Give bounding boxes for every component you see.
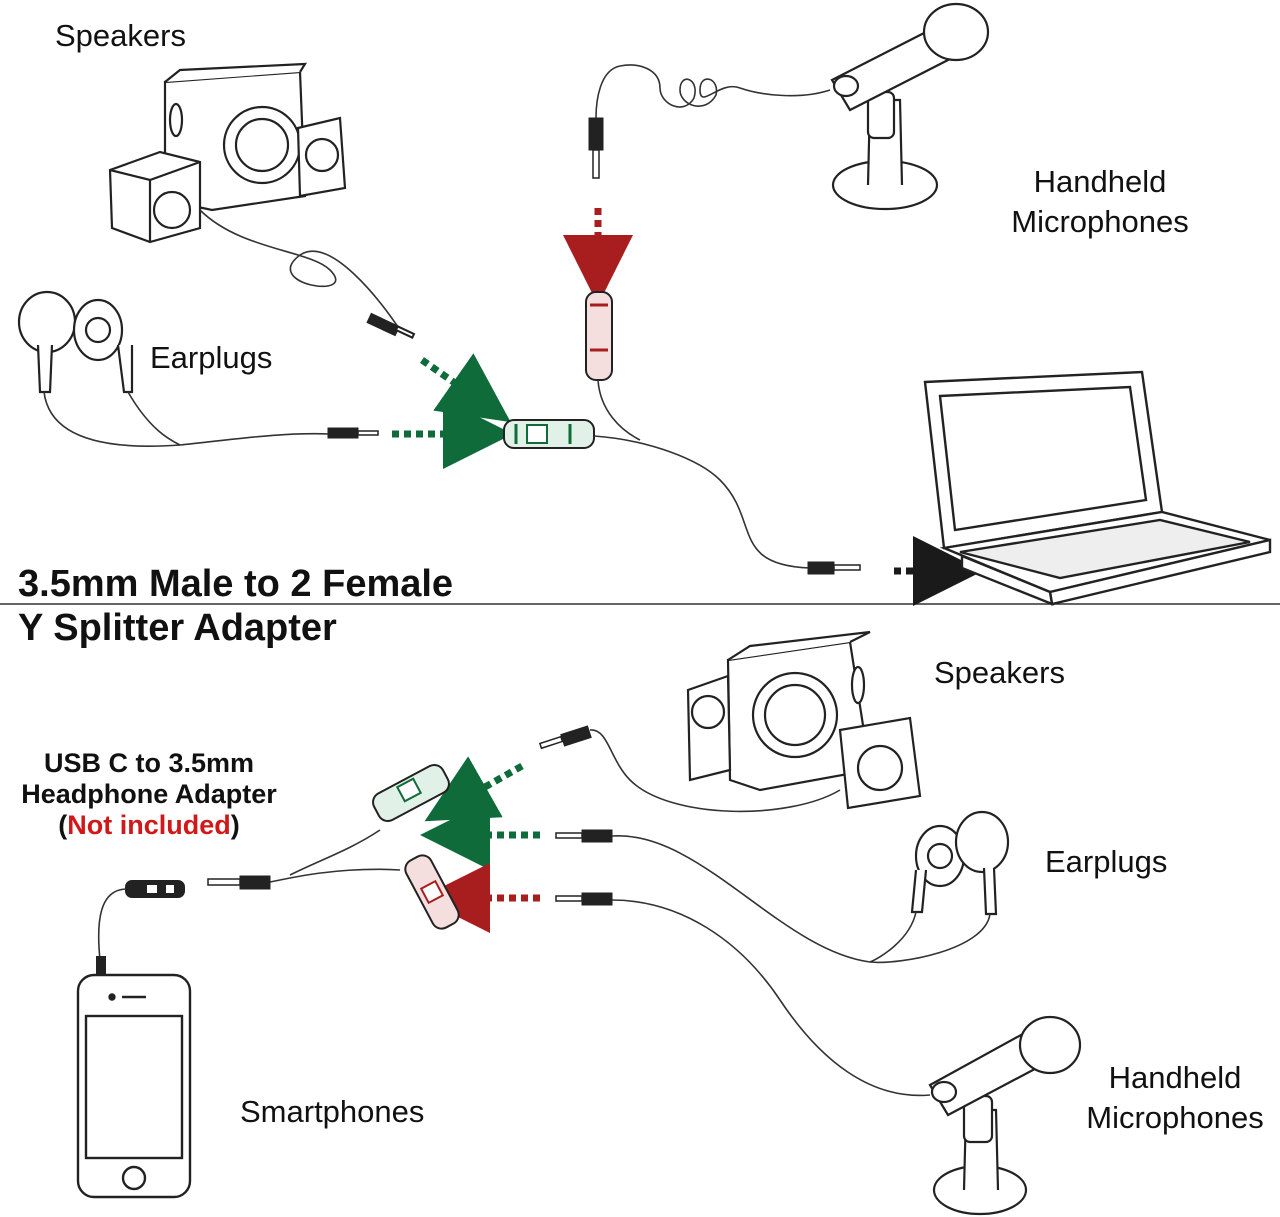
usb-adapter-line1: USB C to 3.5mm: [43, 748, 255, 778]
splitter-male-plug-bottom: [207, 875, 271, 890]
mic-cable-bottom: [611, 899, 931, 1097]
mic-cable-top: [595, 64, 831, 119]
splitter-cable-bottom: [269, 829, 401, 883]
speaker-cable-top: [199, 209, 401, 331]
microphone-illustration-top: [830, 2, 990, 211]
microphone-illustration-bottom: [928, 1015, 1082, 1216]
usb-paren-close: ): [230, 810, 240, 840]
product-title: 3.5mm Male to 2 Female Y Splitter Adapte…: [18, 562, 453, 650]
speaker-cable-bottom: [589, 729, 841, 813]
label-microphones-top-line1: Handheld: [1033, 164, 1167, 199]
label-earplugs-bottom: Earplugs: [1045, 844, 1168, 879]
earplug-cable-top: [43, 391, 331, 447]
label-speakers-bottom: Speakers: [934, 655, 1065, 690]
label-microphones-top-line2: Microphones: [1011, 203, 1189, 239]
mic-plug-bottom: [555, 892, 613, 906]
usb-adapter-note: USB C to 3.5mm Headphone Adapter (Not in…: [0, 748, 298, 841]
label-microphones-top: Handheld Microphones: [990, 162, 1210, 241]
label-smartphones: Smartphones: [240, 1094, 425, 1129]
label-speakers-top: Speakers: [55, 18, 186, 53]
earplug-plug-bottom: [555, 829, 613, 843]
usb-c-adapter: [125, 880, 185, 898]
y-splitter-top: [503, 291, 613, 449]
earplugs-illustration-bottom: [910, 810, 1010, 916]
speakers-illustration-bottom: [686, 630, 922, 810]
label-microphones-bottom-line2: Microphones: [1086, 1099, 1264, 1135]
usb-c-plug: [96, 956, 106, 976]
label-microphones-bottom: Handheld Microphones: [1070, 1058, 1280, 1137]
y-splitter-bottom: [372, 763, 460, 930]
usb-adapter-line3: (Not included): [0, 810, 298, 841]
usb-c-cable: [97, 888, 127, 961]
green-arrow-speaker-top: [419, 353, 511, 423]
smartphone-illustration: [76, 973, 192, 1199]
earplugs-illustration-top: [17, 290, 134, 394]
laptop-illustration: [923, 370, 1272, 606]
splitter-male-plug-top: [807, 561, 861, 575]
product-title-line1: 3.5mm Male to 2 Female: [18, 563, 454, 605]
product-title-line2: Y Splitter Adapter: [18, 607, 337, 649]
label-microphones-bottom-line1: Handheld: [1108, 1060, 1242, 1095]
earplug-plug-top: [327, 427, 379, 439]
label-earplugs-top: Earplugs: [150, 340, 273, 375]
not-included-note: Not included: [67, 810, 231, 840]
speakers-illustration-top: [108, 62, 347, 244]
mic-plug-top: [588, 117, 604, 179]
speaker-plug-bottom: [538, 725, 592, 750]
earplug-cable-bottom: [611, 835, 991, 964]
usb-adapter-line2: Headphone Adapter: [21, 779, 277, 809]
speaker-plug-top: [366, 312, 416, 339]
splitter-cable-top: [593, 379, 811, 569]
green-arrow-speaker-bottom: [424, 756, 524, 822]
usb-paren-open: (: [58, 810, 68, 840]
